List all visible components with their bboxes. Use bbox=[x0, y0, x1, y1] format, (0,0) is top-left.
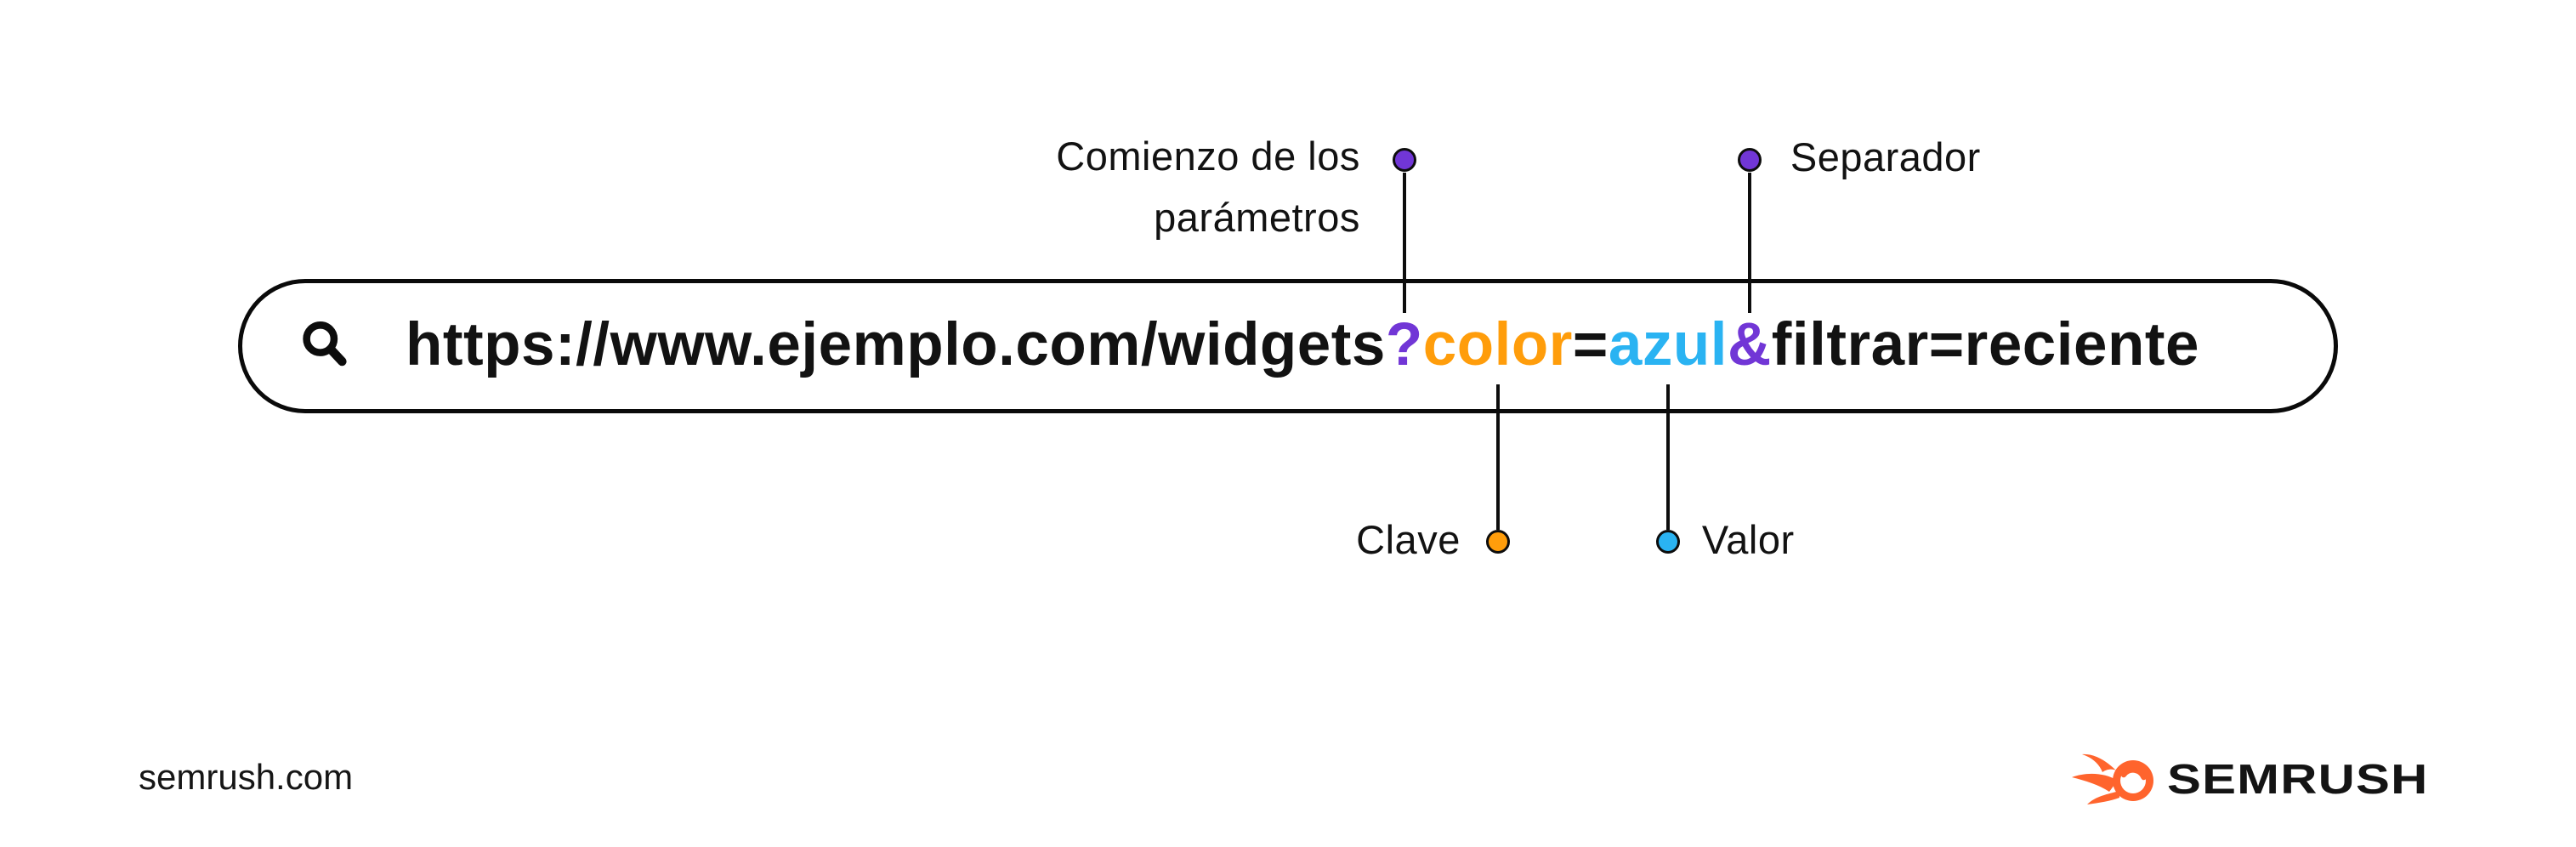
value-connector-line bbox=[1665, 384, 1670, 530]
url-segment-param-value: azul bbox=[1608, 310, 1728, 378]
url-text: https://www.ejemplo.com/widgets?color=az… bbox=[406, 315, 2199, 378]
search-icon bbox=[303, 321, 347, 367]
semrush-logo-text: SEMRUSH bbox=[2167, 757, 2429, 803]
label-key: Clave bbox=[1356, 517, 1461, 562]
url-segment-second-parameter: filtrar=reciente bbox=[1771, 310, 2200, 378]
start-of-parameters-connector-line bbox=[1402, 173, 1406, 313]
url-segment-equals-sign: = bbox=[1572, 310, 1609, 378]
semrush-flame-icon bbox=[2072, 753, 2153, 804]
url-segment-question-mark: ? bbox=[1385, 310, 1423, 378]
value-dot bbox=[1655, 530, 1680, 554]
url-segment-ampersand: & bbox=[1727, 310, 1772, 378]
start-of-parameters-dot bbox=[1392, 148, 1416, 172]
url-search-bar[interactable]: https://www.ejemplo.com/widgets?color=az… bbox=[238, 279, 2338, 413]
label-value: Valor bbox=[1701, 517, 1795, 562]
key-dot bbox=[1485, 530, 1510, 554]
label-start-of-parameters: Comienzo de los parámetros bbox=[1056, 134, 1360, 240]
source-site-text: semrush.com bbox=[139, 757, 354, 797]
label-separator: Separador bbox=[1790, 134, 1981, 179]
semrush-logo: SEMRUSH bbox=[2072, 752, 2427, 808]
separator-dot bbox=[1737, 148, 1762, 172]
key-connector-line bbox=[1495, 384, 1500, 530]
separator-connector-line bbox=[1747, 173, 1751, 313]
url-segment-protocol-host-path: https://www.ejemplo.com/widgets bbox=[406, 310, 1386, 378]
url-segment-param-key: color bbox=[1422, 310, 1573, 378]
